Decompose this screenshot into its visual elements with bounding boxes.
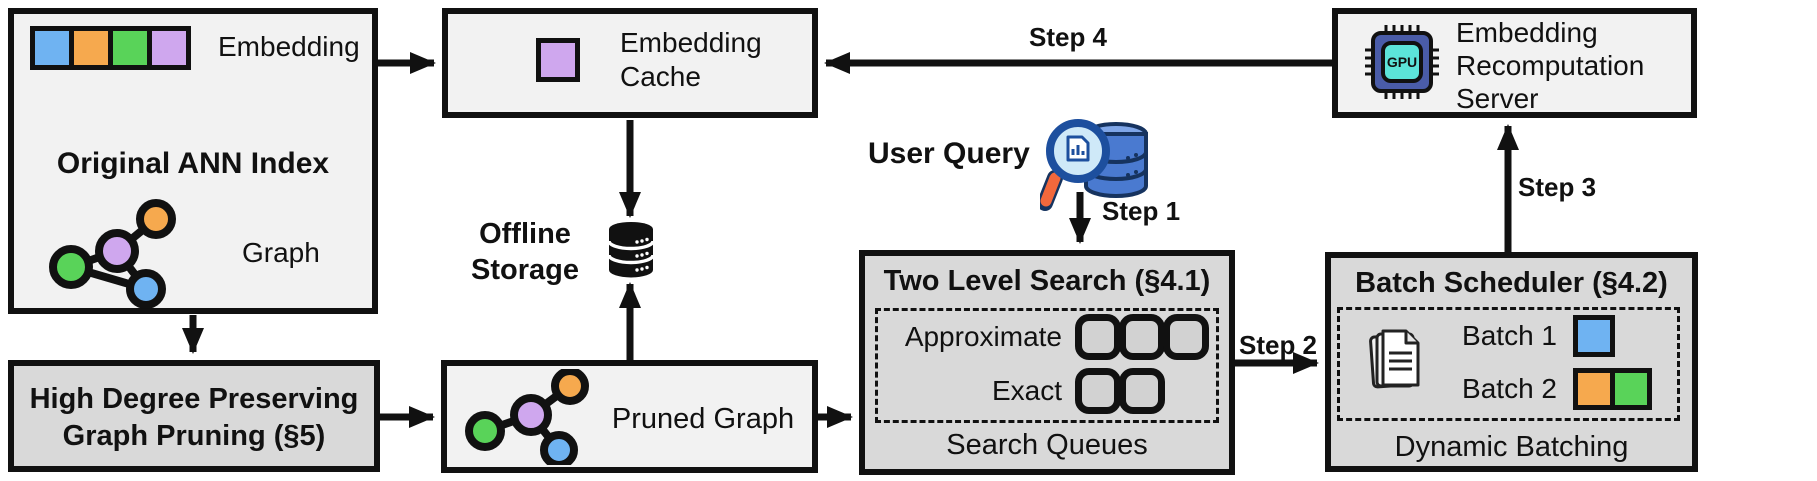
- step3-label: Step 3: [1518, 172, 1597, 202]
- step2-label: Step 2: [1238, 330, 1318, 360]
- step4-label: Step 4: [1028, 22, 1108, 52]
- square: [1119, 368, 1165, 414]
- batch1-squares: [1573, 315, 1615, 357]
- original-ann-index-title: Original ANN Index: [56, 147, 330, 180]
- gpu-text: GPU: [1387, 54, 1417, 70]
- embedding-label: Embedding: [218, 31, 360, 62]
- dynamic-batching-dashed-panel: [1337, 307, 1680, 421]
- embedding-cache-label: Embedding Cache: [620, 27, 762, 93]
- batch1-row: Batch 1: [1331, 315, 1692, 357]
- two-level-search-title: Two Level Search (§4.1): [883, 265, 1211, 297]
- graph-pruning-box: High Degree Preserving Graph Pruning (§5…: [8, 360, 380, 472]
- approximate-label: Approximate: [904, 321, 1062, 352]
- original-ann-index-box: Embedding Original ANN Index Graph: [8, 8, 378, 314]
- square: [1610, 368, 1652, 410]
- batch-scheduler-box: Batch Scheduler (§4.2) Batch 1 Batch 2 D…: [1325, 252, 1698, 472]
- dynamic-batching-caption: Dynamic Batching: [1394, 431, 1629, 463]
- user-query-magnifier-database-icon: [1040, 119, 1148, 211]
- square: [536, 38, 580, 82]
- batch-scheduler-title: Batch Scheduler (§4.2): [1355, 267, 1668, 299]
- square: [1163, 314, 1209, 360]
- approximate-queue-row: Approximate: [865, 314, 1229, 360]
- search-queues-caption: Search Queues: [946, 429, 1148, 461]
- embedding-vector-icon: [30, 26, 191, 70]
- gpu-chip-icon: GPU: [1365, 25, 1439, 99]
- batch2-squares: [1573, 368, 1652, 410]
- recomputation-server-label: Embedding Recomputation Server: [1456, 17, 1645, 115]
- search-queues-dashed-panel: [875, 308, 1219, 423]
- pruned-graph-icon: [465, 369, 589, 465]
- exact-queue-row: Exact: [865, 368, 1229, 414]
- batch1-label: Batch 1: [1462, 320, 1557, 351]
- user-query-label: User Query: [868, 137, 1030, 170]
- square: [1075, 368, 1121, 414]
- graph-label: Graph: [242, 237, 320, 268]
- square: [1119, 314, 1165, 360]
- square: [108, 26, 152, 70]
- batch2-label: Batch 2: [1462, 373, 1557, 404]
- graph-pruning-label: High Degree Preserving Graph Pruning (§5…: [29, 383, 359, 453]
- square: [1075, 314, 1121, 360]
- recomputation-server-box: GPU Embedding Recomputation Server: [1332, 8, 1697, 118]
- offline-storage-label: Offline Storage: [471, 218, 579, 287]
- step1-label: Step 1: [1102, 196, 1181, 226]
- pruned-graph-box: Pruned Graph: [441, 360, 818, 473]
- two-level-search-box: Two Level Search (§4.1) Approximate Exac…: [859, 250, 1235, 475]
- square: [1573, 315, 1615, 357]
- square: [147, 26, 191, 70]
- square: [30, 26, 74, 70]
- approximate-queue-slots: [1075, 314, 1209, 360]
- offline-storage-database-icon: [607, 222, 655, 278]
- query-documents-icon: [1369, 329, 1420, 389]
- embedding-cache-box: Embedding Cache: [442, 8, 818, 118]
- square: [69, 26, 113, 70]
- pruned-graph-label: Pruned Graph: [611, 403, 795, 435]
- cached-embedding-icon: [536, 38, 580, 82]
- batch2-row: Batch 2: [1331, 368, 1692, 410]
- graph-icon: [49, 199, 176, 309]
- exact-label: Exact: [991, 375, 1062, 406]
- exact-queue-slots: [1075, 368, 1165, 414]
- square: [1573, 368, 1615, 410]
